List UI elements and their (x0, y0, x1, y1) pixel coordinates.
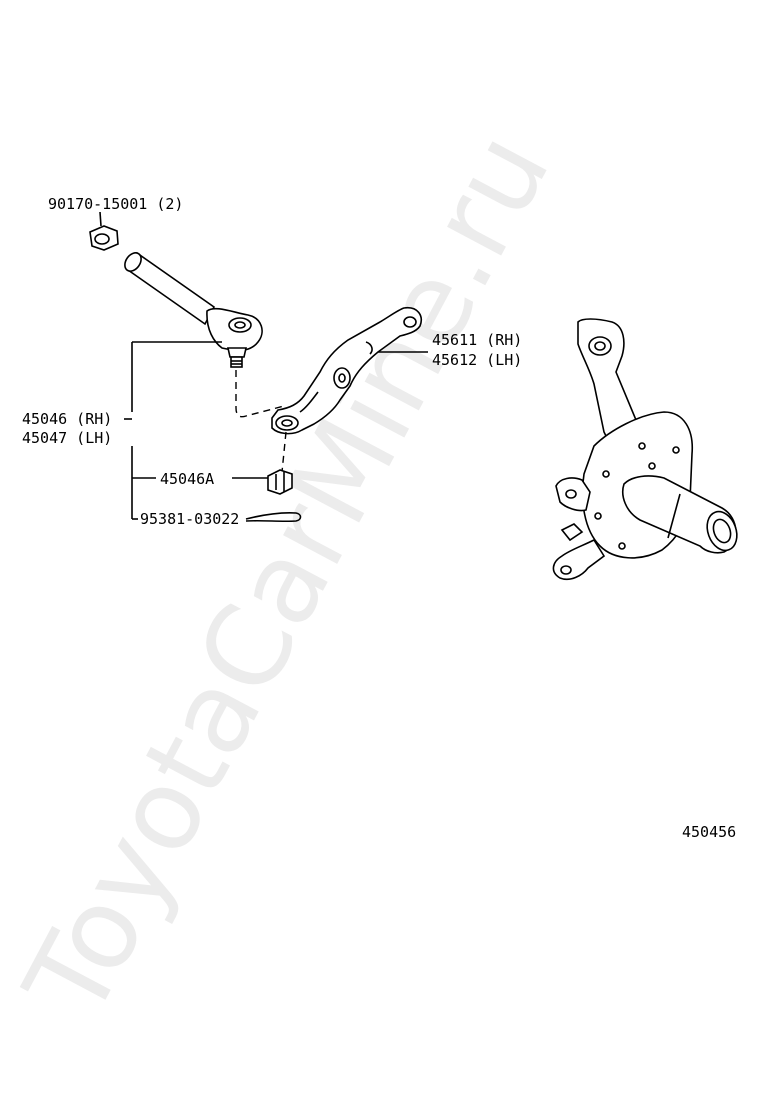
label-castle-nut: 45046A (160, 470, 214, 488)
nut-part (89, 211, 119, 251)
assembly-line-stud (235, 370, 285, 418)
cotter-pin-part (245, 512, 302, 523)
label-nut: 90170-15001 (2) (48, 195, 183, 213)
figure-number: 450456 (682, 823, 736, 841)
label-knuckle-arm-rh: 45611 (RH) (432, 331, 522, 349)
tie-rod-end-part (124, 251, 263, 368)
label-tie-rod-end-rh: 45046 (RH) (22, 410, 112, 428)
label-cotter-pin: 95381-03022 (140, 510, 239, 528)
watermark: ToyotaCarMine.ru (1, 113, 576, 1039)
label-tie-rod-end-lh: 45047 (LH) (22, 429, 112, 447)
assembly-line-nut (281, 431, 287, 473)
knuckle-arm-part (271, 306, 422, 435)
castle-nut-part (267, 469, 293, 495)
label-knuckle-arm-lh: 45612 (LH) (432, 351, 522, 369)
steering-knuckle-part (552, 318, 738, 581)
leader-lines (124, 341, 428, 520)
